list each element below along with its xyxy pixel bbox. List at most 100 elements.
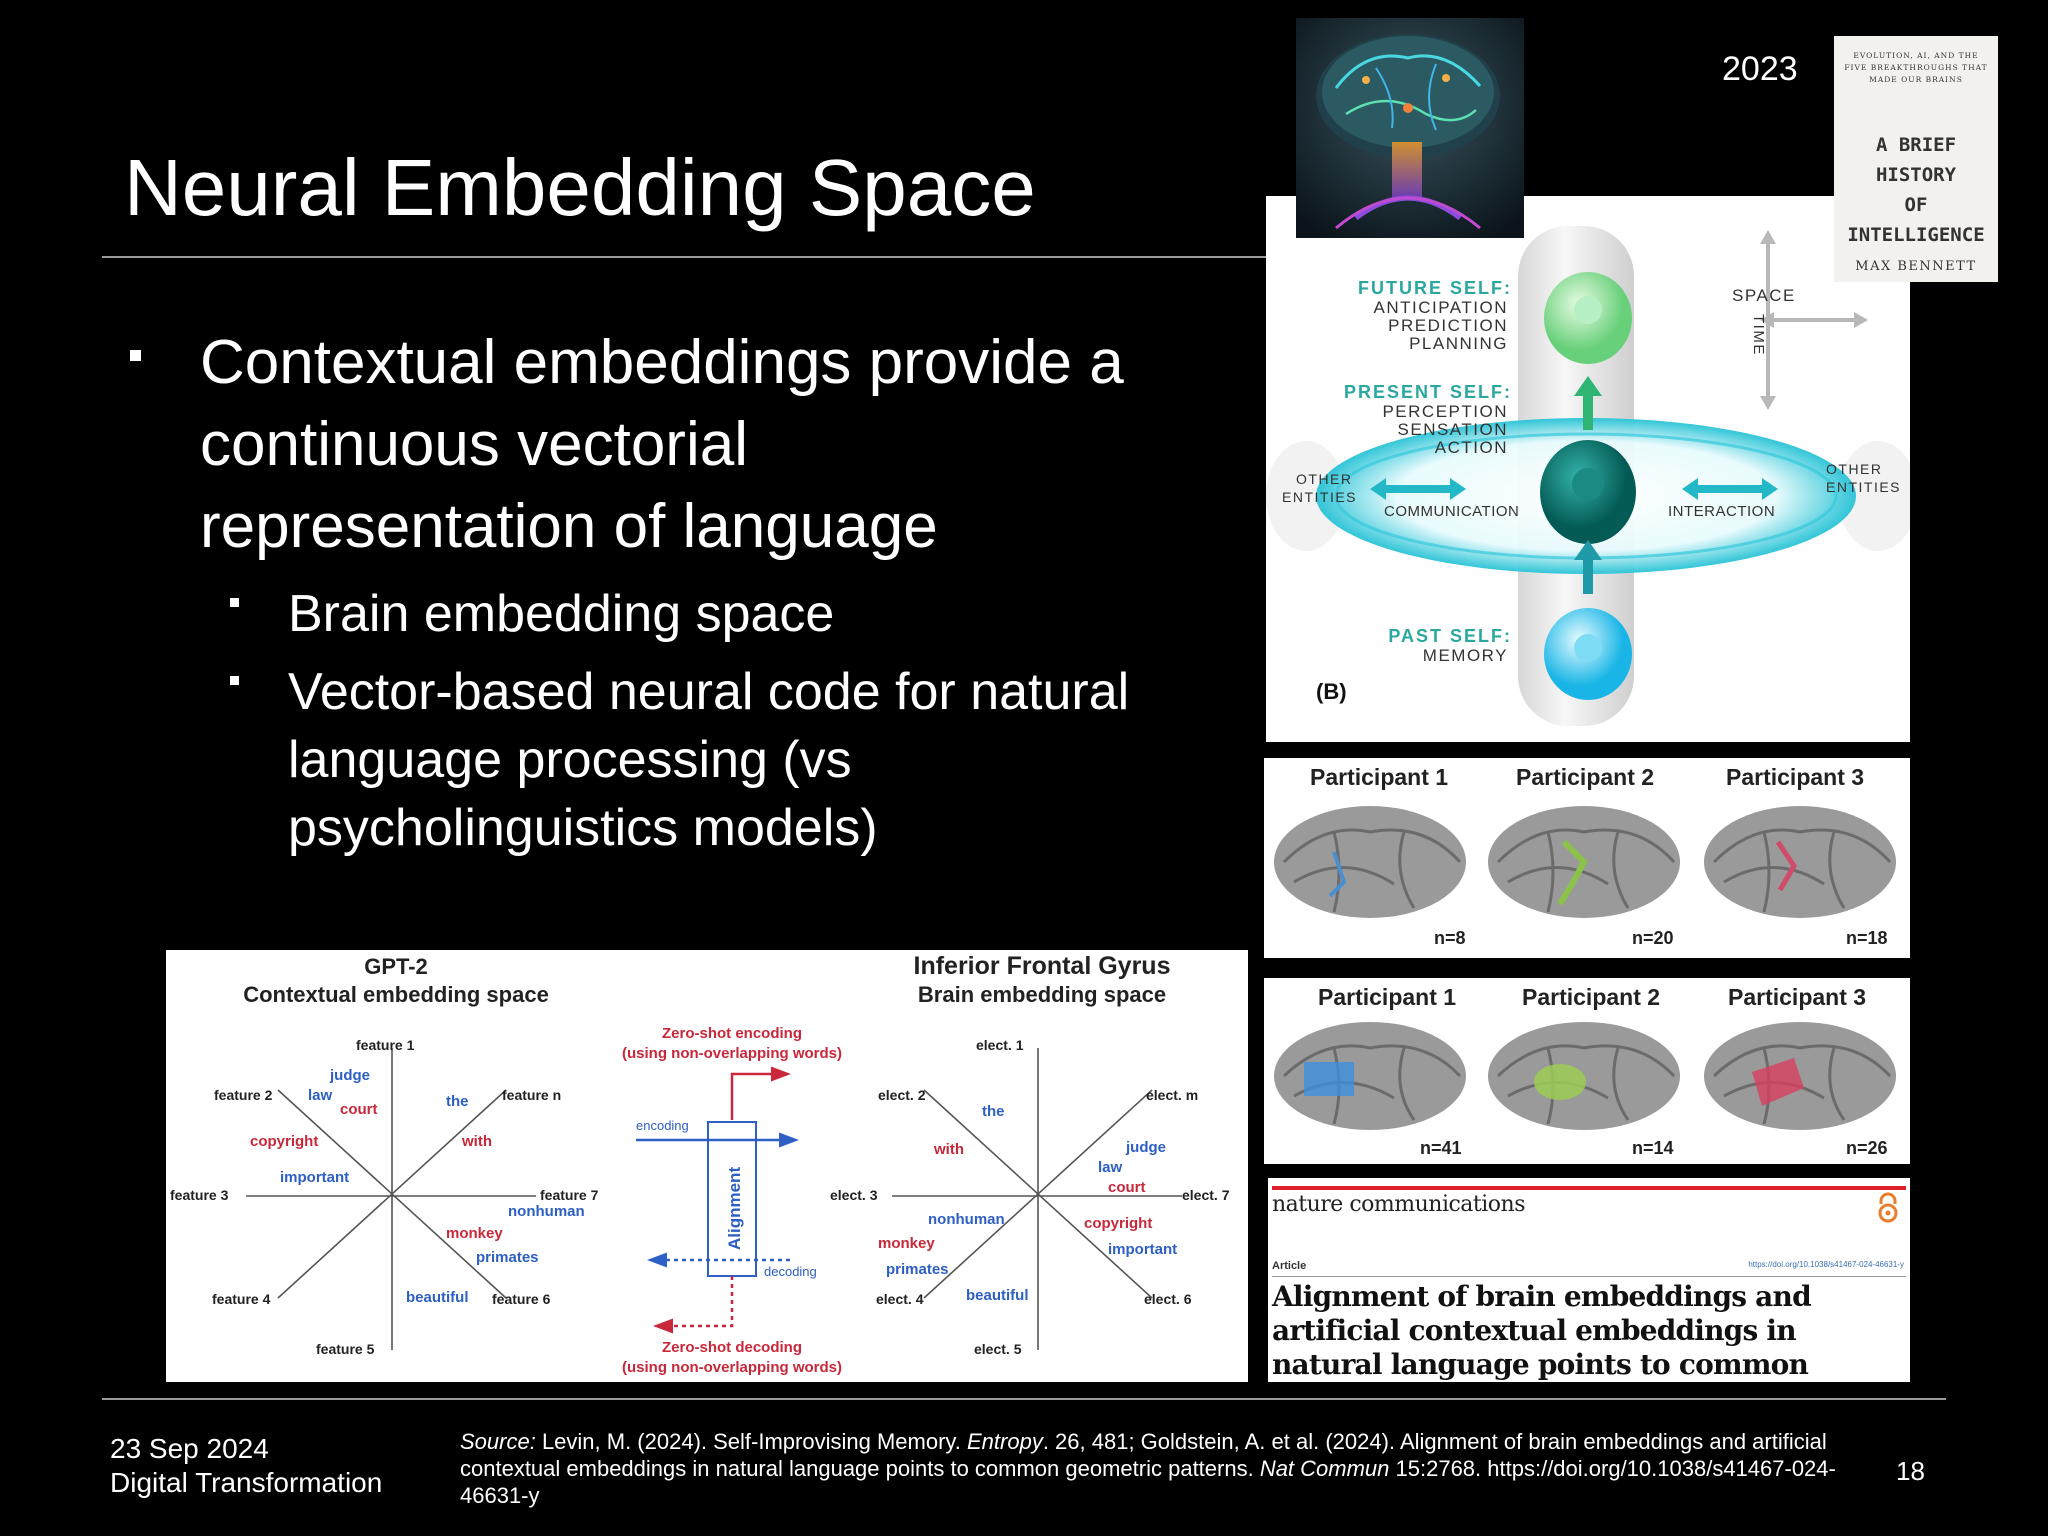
word-point: judge — [1125, 1139, 1166, 1156]
space-time-axes-icon — [1760, 230, 1868, 410]
sub-bullet-marker — [230, 598, 239, 607]
journal-masthead: nature communications — [1272, 1192, 1526, 1217]
divider — [1272, 1276, 1906, 1277]
sub-bullet-item: Vector-based neural code for natural lan… — [288, 663, 1130, 857]
other-entity-silhouette — [1838, 441, 1910, 551]
brain-icon — [1704, 806, 1896, 918]
article-type: Article — [1272, 1260, 1307, 1272]
zero-shot-encoding-note: (using non-overlapping words) — [622, 1045, 842, 1062]
left-axis-labels: feature 1 feature 2 feature n feature 3 … — [170, 1037, 599, 1357]
participant-label: Participant 2 — [1516, 764, 1655, 790]
decoding-arrow — [653, 1276, 734, 1334]
brain-icon — [1488, 806, 1680, 918]
sample-count: n=14 — [1632, 1138, 1674, 1158]
doi-link[interactable]: https://doi.org/10.1038/s41467-024-46631… — [1748, 1260, 1904, 1269]
future-self-item: ANTICIPATION — [1373, 298, 1508, 317]
axis-label: elect. 7 — [1182, 1187, 1230, 1203]
participant-label: Participant 3 — [1728, 984, 1867, 1010]
other-entities-right: OTHER — [1826, 461, 1883, 477]
participant-label: Participant 2 — [1522, 984, 1661, 1010]
ai-brain-illustration — [1296, 18, 1524, 238]
axis-label: elect. 5 — [974, 1341, 1022, 1357]
word-point: law — [1098, 1159, 1123, 1176]
right-axis-labels: elect. 1 elect. 2 elect. m elect. 3 elec… — [830, 1037, 1230, 1357]
axis-label: feature 6 — [492, 1291, 551, 1307]
sample-count: n=26 — [1846, 1138, 1888, 1158]
future-self-item: PLANNING — [1409, 334, 1508, 353]
self-diagram-graphic — [1266, 226, 1910, 726]
source-citation: Source: Levin, M. (2024). Self-Improvisi… — [460, 1429, 1836, 1508]
book-subtitle: EVOLUTION, AI, AND THE FIVE BREAKTHROUGH… — [1844, 51, 1988, 84]
encoding-label: encoding — [636, 1118, 689, 1133]
participants-panel-bottom: Participant 1 Participant 2 Participant … — [1264, 978, 1910, 1164]
other-entity-silhouette — [1266, 441, 1346, 551]
sub-bullet-marker — [230, 676, 239, 685]
encoding-arrow — [730, 1066, 791, 1120]
word-point: judge — [329, 1067, 370, 1084]
time-label: TIME — [1750, 314, 1767, 356]
word-point: court — [1108, 1179, 1146, 1196]
communication-label: COMMUNICATION — [1384, 503, 1520, 520]
axis-label: feature n — [502, 1087, 561, 1103]
present-self-item: ACTION — [1434, 438, 1508, 457]
year-label: 2023 — [1722, 50, 1798, 88]
axis-label: elect. 6 — [1144, 1291, 1192, 1307]
word-point: beautiful — [966, 1287, 1029, 1304]
word-point: nonhuman — [508, 1203, 585, 1220]
sub-bullet-item: Brain embedding space — [288, 585, 835, 643]
participants-panel-top: Participant 1 Participant 2 Participant … — [1264, 758, 1910, 958]
word-point: monkey — [878, 1235, 935, 1252]
paper-headline: Alignment of brain embeddings and artifi… — [1272, 1280, 1812, 1381]
open-access-icon — [1878, 1192, 1898, 1223]
word-point: court — [340, 1101, 378, 1118]
book-cover: EVOLUTION, AI, AND THE FIVE BREAKTHROUGH… — [1834, 36, 1998, 282]
other-entities-left: OTHER — [1296, 471, 1353, 487]
alignment-label: Alignment — [725, 1167, 744, 1250]
present-self-item: SENSATION — [1397, 420, 1508, 439]
participant-label: Participant 1 — [1310, 764, 1449, 790]
past-self-item: MEMORY — [1422, 646, 1508, 665]
present-self-heading: PRESENT SELF: — [1343, 382, 1512, 402]
footer-divider — [102, 1398, 1946, 1400]
word-point: nonhuman — [928, 1211, 1005, 1228]
double-arrow-icon — [1370, 478, 1778, 500]
bullet-item: Contextual embeddings provide a continuo… — [200, 328, 1124, 561]
book-author: MAX BENNETT — [1855, 259, 1977, 274]
sample-count: n=41 — [1420, 1138, 1462, 1158]
brain-icon — [1704, 1022, 1896, 1130]
present-self-item: PERCEPTION — [1382, 402, 1508, 421]
axis-label: feature 3 — [170, 1187, 229, 1203]
left-space-subtitle: Contextual embedding space — [243, 982, 549, 1007]
title-divider — [102, 256, 1270, 258]
axis-label: elect. m — [1146, 1087, 1198, 1103]
left-axes — [246, 1048, 536, 1350]
brain-surfaces — [1274, 806, 1896, 918]
axis-label: feature 2 — [214, 1087, 273, 1103]
zero-shot-encoding-label: Zero-shot encoding — [662, 1025, 802, 1042]
word-point: monkey — [446, 1225, 503, 1242]
brain-surfaces — [1274, 1022, 1896, 1130]
word-point: important — [280, 1169, 349, 1186]
word-point: with — [461, 1133, 492, 1150]
axis-label: elect. 3 — [830, 1187, 878, 1203]
decoding-label: decoding — [764, 1264, 817, 1279]
word-point: primates — [476, 1249, 539, 1266]
embedding-alignment-figure: GPT-2 Contextual embedding space Inferio… — [166, 950, 1248, 1382]
brain-icon — [1488, 1022, 1680, 1130]
word-point: the — [982, 1103, 1005, 1120]
word-point: law — [308, 1087, 333, 1104]
bullet-marker — [130, 350, 141, 361]
word-point: the — [446, 1093, 469, 1110]
axis-label: feature 5 — [316, 1341, 375, 1357]
left-space-title: GPT-2 — [364, 954, 428, 979]
brain-icon — [1274, 1022, 1466, 1130]
axis-label: feature 7 — [540, 1187, 599, 1203]
word-point: with — [933, 1141, 964, 1158]
word-point: copyright — [1084, 1215, 1152, 1232]
sample-count: n=8 — [1434, 928, 1466, 948]
past-self-heading: PAST SELF: — [1388, 626, 1512, 646]
zero-shot-decoding-label: Zero-shot decoding — [662, 1339, 802, 1356]
participant-label: Participant 3 — [1726, 764, 1865, 790]
embedding-diagram: GPT-2 Contextual embedding space Inferio… — [170, 952, 1230, 1376]
space-label: SPACE — [1732, 286, 1796, 305]
